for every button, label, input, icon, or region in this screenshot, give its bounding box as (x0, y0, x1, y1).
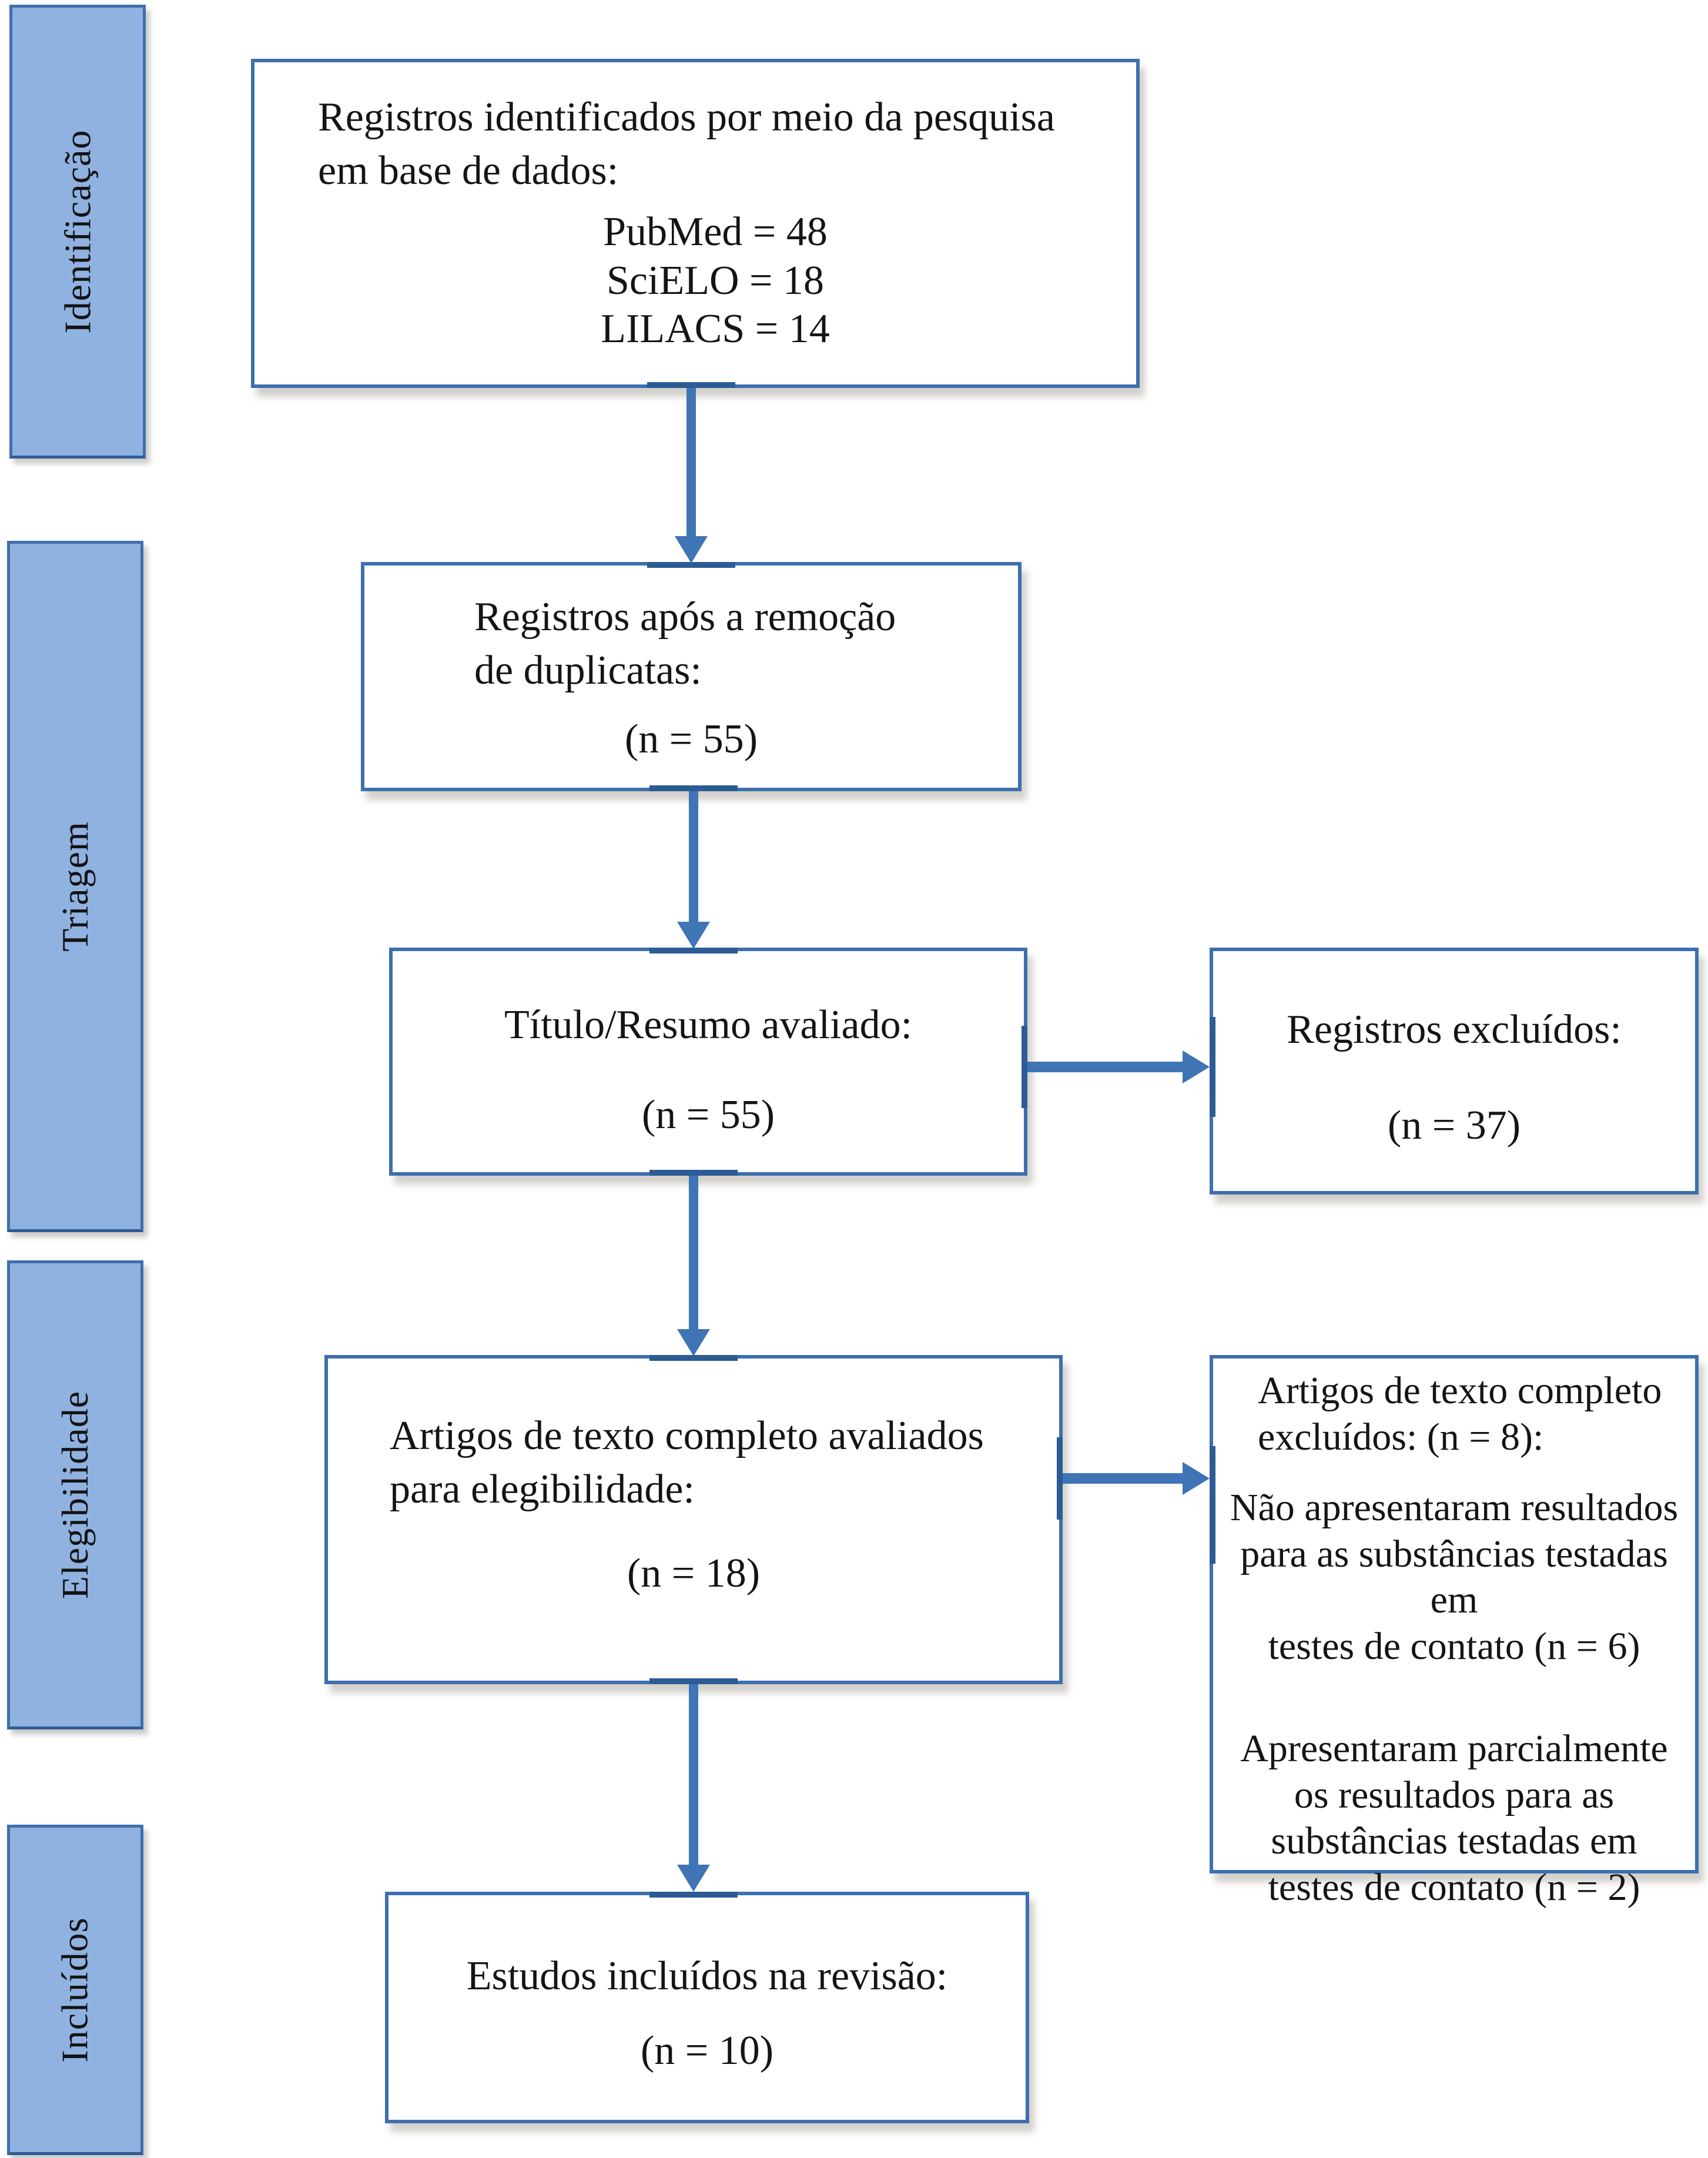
count-lilacs: LILACS = 14 (601, 306, 830, 352)
box-fulltext-excluded: Artigos de texto completo excluídos: (n … (1210, 1355, 1699, 1909)
box-after-duplicates-removed: Registros após a remoção de duplicatas: … (361, 562, 1022, 791)
after-duplicates-count: (n = 55) (624, 717, 758, 762)
arrow-shaft (689, 1684, 698, 1868)
arrow-right-head-icon (1183, 1462, 1210, 1495)
box-fulltext-assessed: Artigos de texto completo avaliados para… (324, 1355, 1063, 1684)
connector-tick (647, 382, 735, 388)
arrow-fulltext-to-fulltext-excluded-icon (1063, 1462, 1210, 1495)
fulltext-excluded-title: Artigos de texto completo excluídos: (n … (1258, 1369, 1662, 1458)
stage-included-label: Incluídos (54, 1917, 96, 2063)
connector-tick (649, 948, 738, 953)
arrow-screened-to-excluded-icon (1027, 1050, 1210, 1083)
connector-tick (1022, 1026, 1027, 1108)
arrow-shaft (1063, 1473, 1186, 1484)
connector-tick (1057, 1437, 1063, 1520)
records-excluded-text: Registros excluídos: (1287, 1007, 1622, 1052)
stage-identification-label: Identificação (56, 129, 98, 334)
connector-tick (1210, 1446, 1215, 1564)
stage-eligibility-label: Elegibilidade (54, 1390, 96, 1600)
box-records-identified: Registros identificados por meio da pesq… (251, 59, 1140, 388)
arrow-down-head-icon (675, 536, 708, 563)
records-identified-text: Registros identificados por meio da pesq… (318, 95, 1055, 193)
box-studies-included: Estudos incluídos na revisão: (n = 10) (385, 1892, 1029, 2123)
studies-included-text: Estudos incluídos na revisão: (466, 1953, 948, 1999)
arrow-shaft (1027, 1062, 1186, 1072)
fulltext-assessed-count: (n = 18) (627, 1551, 761, 1596)
arrow-fulltext-to-included-icon (677, 1684, 710, 1892)
title-abstract-text: Título/Resumo avaliado: (504, 1002, 913, 1048)
stage-screening-label: Triagem (54, 821, 96, 952)
arrow-screened-to-fulltext-icon (677, 1176, 710, 1356)
arrow-shaft (689, 791, 698, 925)
stage-identification: Identificação (9, 5, 146, 459)
connector-tick (647, 562, 735, 568)
connector-tick (1210, 1017, 1215, 1117)
stage-screening: Triagem (7, 541, 143, 1232)
connector-tick (649, 1678, 738, 1684)
arrow-down-head-icon (677, 1865, 710, 1892)
connector-tick (649, 1170, 738, 1176)
after-duplicates-text: Registros após a remoção de duplicatas: (474, 594, 896, 693)
connector-tick (649, 1355, 738, 1361)
connector-tick (649, 785, 738, 791)
stage-included: Incluídos (7, 1825, 143, 2155)
arrow-deduplicated-to-screened-icon (677, 791, 710, 949)
arrow-down-head-icon (677, 1329, 710, 1356)
count-scielo: SciELO = 18 (607, 257, 824, 303)
database-counts: PubMed = 48 SciELO = 18 LILACS = 14 (318, 208, 1113, 354)
arrow-down-head-icon (677, 922, 710, 949)
connector-tick (649, 1892, 738, 1898)
stage-eligibility: Elegibilidade (7, 1260, 143, 1729)
fulltext-excluded-reason-1: Não apresentaram resultados para as subs… (1230, 1486, 1679, 1668)
box-records-excluded: Registros excluídos: (n = 37) (1210, 948, 1699, 1195)
arrow-shaft (689, 1176, 698, 1333)
fulltext-excluded-reason-2: Apresentaram parcialmente os resultados … (1240, 1727, 1668, 1909)
box-title-abstract-screened: Título/Resumo avaliado: (n = 55) (389, 948, 1027, 1176)
fulltext-assessed-text: Artigos de texto completo avaliados para… (390, 1413, 984, 1512)
records-excluded-count: (n = 37) (1387, 1103, 1521, 1148)
arrow-right-head-icon (1183, 1050, 1210, 1083)
studies-included-count: (n = 10) (640, 2028, 774, 2073)
arrow-identified-to-deduplicated-icon (675, 388, 708, 563)
title-abstract-count: (n = 55) (641, 1092, 775, 1137)
count-pubmed: PubMed = 48 (603, 209, 828, 255)
arrow-shaft (686, 388, 696, 540)
